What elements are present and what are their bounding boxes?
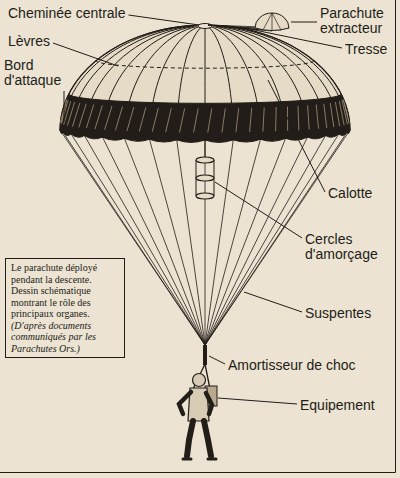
skirt-hatch xyxy=(236,108,239,132)
parachutist xyxy=(179,374,217,460)
leader-line xyxy=(129,15,199,25)
leg xyxy=(204,421,211,456)
helmet xyxy=(193,374,206,387)
suspension-line xyxy=(205,137,308,345)
part-label: Suspentes xyxy=(305,306,371,321)
ring xyxy=(196,157,214,163)
arm xyxy=(206,393,212,414)
skirt-hatch xyxy=(105,106,112,130)
leg xyxy=(187,421,193,456)
leader-line xyxy=(218,398,297,404)
illustration-group xyxy=(0,0,396,473)
skirt-hatch xyxy=(263,108,264,132)
skirt-hatch xyxy=(298,106,300,130)
pilot-seam xyxy=(263,13,272,30)
skirt-hatch xyxy=(152,108,158,132)
caption-box: Le parachute déployé pendant la descente… xyxy=(5,258,125,358)
dashed-line xyxy=(96,61,314,69)
shock-absorber xyxy=(203,345,207,365)
leader-line xyxy=(291,22,317,23)
part-label: Tresse xyxy=(345,42,387,57)
skirt-hatch xyxy=(166,108,172,132)
leader-line xyxy=(64,91,65,122)
ring xyxy=(196,175,214,181)
pilot-seam xyxy=(272,13,273,30)
skirt-hatch xyxy=(208,108,212,132)
part-label: Bord d'attaque xyxy=(4,58,66,88)
skirt-hatch xyxy=(179,108,184,132)
skirt-hatch xyxy=(330,103,334,127)
part-label: Cercles d'amorçage xyxy=(305,232,387,262)
boot xyxy=(183,458,216,461)
skirt-hatch xyxy=(115,107,122,131)
part-label: Lèvres xyxy=(8,34,50,49)
part-label: Calotte xyxy=(328,186,372,201)
leader-line xyxy=(268,80,325,192)
skirt-band xyxy=(60,94,350,142)
suspension-line xyxy=(205,140,233,345)
central-vent xyxy=(198,24,212,29)
leader-line xyxy=(53,43,118,66)
skirt-hatch xyxy=(339,101,344,125)
skirt-hatch xyxy=(250,108,252,132)
leader-line xyxy=(209,356,225,364)
skirt-hatch xyxy=(139,108,146,132)
part-label: Parachute extracteur xyxy=(320,6,392,36)
skirt-hatch xyxy=(222,108,225,132)
leader-line xyxy=(215,182,302,238)
skirt-hatch xyxy=(79,104,86,128)
ring-cord xyxy=(205,140,206,157)
skirt-hatch xyxy=(324,104,327,128)
suspension-line xyxy=(150,139,205,345)
pilot-chute xyxy=(255,13,289,31)
suspension-line xyxy=(177,140,205,345)
part-label: Equipement xyxy=(300,398,375,413)
caption-text: (D'après documents communiqués par les P… xyxy=(11,320,119,355)
skirt-hatch xyxy=(335,102,339,126)
skirt-hatch xyxy=(308,105,310,129)
ring xyxy=(196,193,214,199)
frame-line xyxy=(395,0,396,473)
leader-line xyxy=(244,292,302,312)
skirt-hatch xyxy=(127,107,134,131)
skirt-hatch xyxy=(95,105,102,129)
suspension-line xyxy=(205,139,260,345)
skirt-hatch xyxy=(316,105,318,129)
part-label: Amortisseur de choc xyxy=(228,358,356,373)
skirt-hatch xyxy=(61,100,68,123)
frame-line xyxy=(0,472,396,473)
skirt-hatch xyxy=(275,107,277,131)
skirt-hatch xyxy=(194,108,199,132)
arm xyxy=(179,392,191,414)
skirt-hatch xyxy=(67,102,74,126)
pilot-seam xyxy=(272,13,281,30)
suspension-line xyxy=(205,140,206,345)
suspension-line xyxy=(205,138,286,345)
caption-text: Le parachute déployé pendant la descente… xyxy=(11,262,119,320)
suspension-line xyxy=(124,138,205,345)
harness-strap xyxy=(193,364,210,389)
part-label: Cheminée centrale xyxy=(8,6,126,21)
skirt-hatch xyxy=(86,105,93,129)
